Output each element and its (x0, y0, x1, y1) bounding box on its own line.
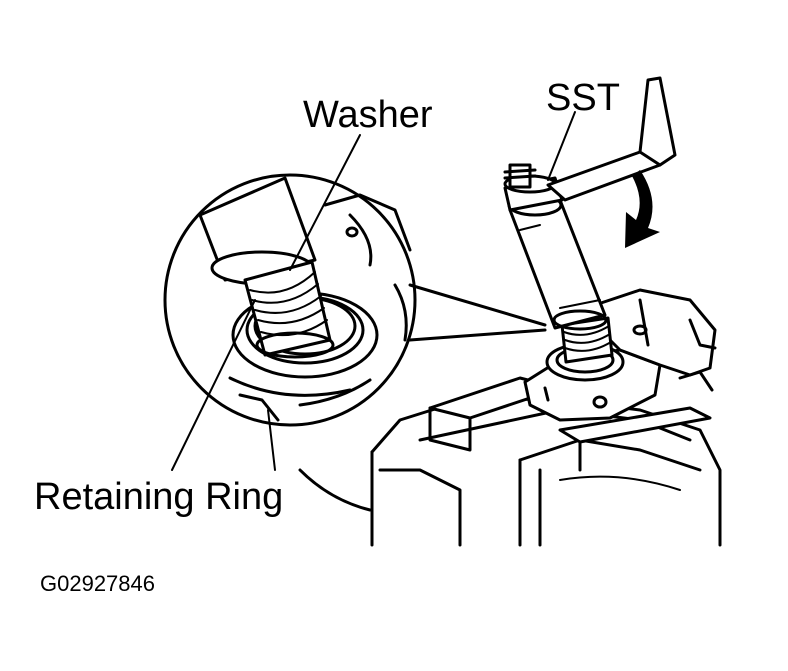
sst-leader (547, 111, 576, 181)
figure-code: G02927846 (40, 571, 155, 596)
detail-cylinder (198, 176, 335, 359)
retaining-ring-leader-2 (267, 409, 276, 471)
retaining-ring-leader-1 (171, 299, 256, 471)
curved-arrow-icon (625, 170, 660, 248)
ring-assembly-small (545, 316, 625, 382)
sst-tool (503, 163, 608, 331)
sst-label: SST (546, 77, 620, 119)
hex-wrench (546, 76, 677, 202)
washer-label: Washer (303, 94, 433, 136)
detail-housing (228, 193, 412, 422)
leader-lines (171, 111, 576, 471)
detail-callout (163, 173, 547, 427)
vise-jaws (428, 376, 712, 472)
retaining-ring-label: Retaining Ring (34, 476, 284, 518)
washer-leader (289, 134, 361, 271)
